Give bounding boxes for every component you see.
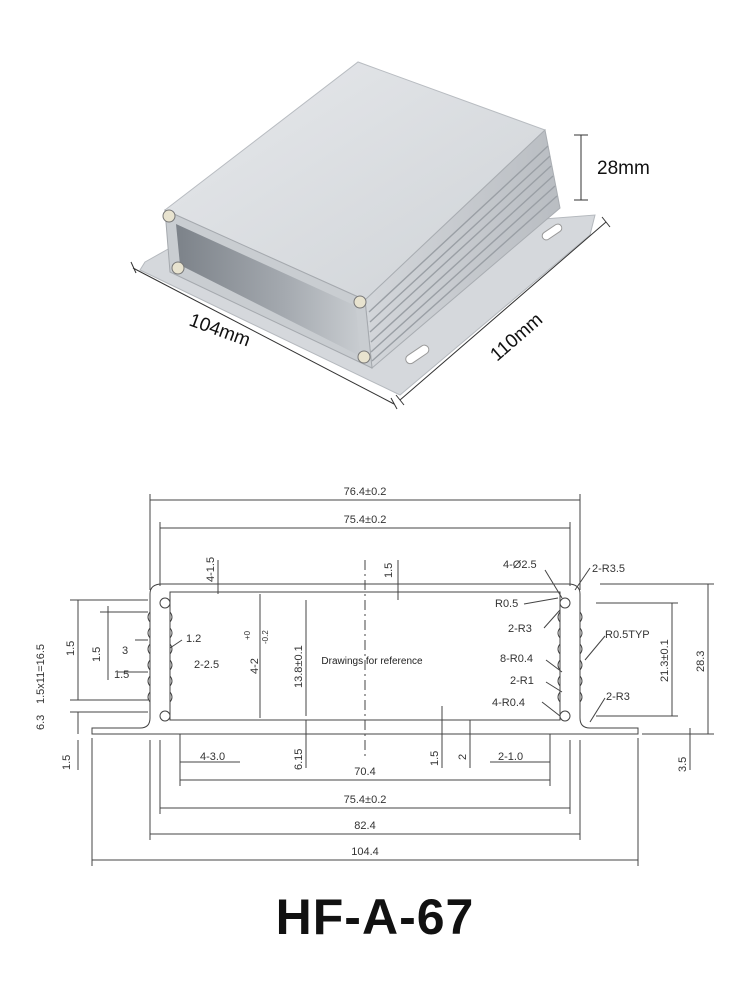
dim-tol-minus: -0.2 [261, 630, 270, 644]
reference-note: Drawings for reference [321, 656, 423, 667]
hole-icon [159, 710, 171, 722]
dim-13-8: 13.8±0.1 [293, 645, 305, 688]
dim-75-4-bottom: 75.4±0.2 [344, 794, 387, 806]
dim-r1: 2-R1 [510, 675, 534, 687]
dim-slot-width: 4-1.5 [205, 557, 217, 582]
hole-icon [559, 597, 571, 609]
height-label: 28mm [597, 158, 650, 179]
screw-icon [171, 261, 185, 275]
width-dimension [130, 261, 398, 410]
dim-2-2-5: 2-2.5 [194, 659, 219, 671]
dim-r3-a: 2-R3 [508, 623, 532, 635]
dim-104-4: 104.4 [351, 846, 379, 858]
screw-icon [353, 295, 367, 309]
dim-top-outer: 76.4±0.2 [344, 486, 387, 498]
dim-left-1-5-c: 1.5 [61, 755, 73, 770]
side-fins [368, 145, 558, 362]
model-title: HF-A-67 [275, 889, 475, 945]
flange-slot-right [541, 223, 563, 241]
screws [162, 209, 371, 364]
profile-inner [169, 591, 561, 721]
dim-bottom-2: 2 [457, 754, 469, 760]
dim-1-2: 1.2 [186, 633, 201, 645]
length-dimension [395, 216, 611, 406]
dim-r0-4-8: 8-R0.4 [500, 653, 533, 665]
dim-r0-5-typ: R0.5TYP [605, 629, 650, 641]
dim-3-5: 3.5 [677, 757, 689, 772]
dim-28-3: 28.3 [695, 651, 707, 672]
dim-bottom-1-5: 1.5 [429, 751, 441, 766]
enclosure-cavity [176, 224, 360, 356]
right-fins [557, 611, 583, 703]
height-dimension [574, 134, 588, 201]
dim-r3-b: 2-R3 [606, 691, 630, 703]
dim-4-2: 4-2 [249, 658, 261, 674]
dim-top-inner: 75.4±0.2 [344, 514, 387, 526]
dimension-labels: 76.4±0.2 75.4±0.2 4-1.5 1.5 4-Ø2.5 2-R3.… [35, 486, 707, 858]
technical-drawing [70, 494, 714, 866]
dim-4-3-0: 4-3.0 [200, 751, 225, 763]
dim-center-1-5: 1.5 [383, 563, 395, 578]
screw-icon [357, 350, 371, 364]
dim-r0-4-4: 4-R0.4 [492, 697, 525, 709]
dim-left-6-3: 6.3 [35, 715, 47, 730]
dim-70-4: 70.4 [354, 766, 375, 778]
dim-hole: 4-Ø2.5 [503, 559, 537, 571]
dim-r3-5: 2-R3.5 [592, 563, 625, 575]
dim-2-1-0: 2-1.0 [498, 751, 523, 763]
dim-left-1-5-b: 1.5 [91, 647, 103, 662]
dim-1-5-inner: 1.5 [114, 669, 129, 681]
screw-icon [162, 209, 176, 223]
hole-icon [559, 710, 571, 722]
dim-6-15: 6.15 [293, 749, 305, 770]
flange-slot-front [405, 344, 430, 365]
dim-left-stack: 1.5x11=16.5 [35, 644, 47, 704]
dim-82-4: 82.4 [354, 820, 375, 832]
dim-21-3: 21.3±0.1 [659, 639, 671, 682]
dim-left-1-5-a: 1.5 [65, 641, 77, 656]
left-fins [147, 611, 173, 703]
hole-icon [159, 597, 171, 609]
dim-r0-5: R0.5 [495, 598, 518, 610]
dim-tol-plus: +0 [243, 630, 252, 640]
dim-3: 3 [122, 645, 128, 657]
profile-outline [91, 583, 639, 735]
enclosure-illustration: 28mm 104mm 110mm [130, 61, 650, 410]
